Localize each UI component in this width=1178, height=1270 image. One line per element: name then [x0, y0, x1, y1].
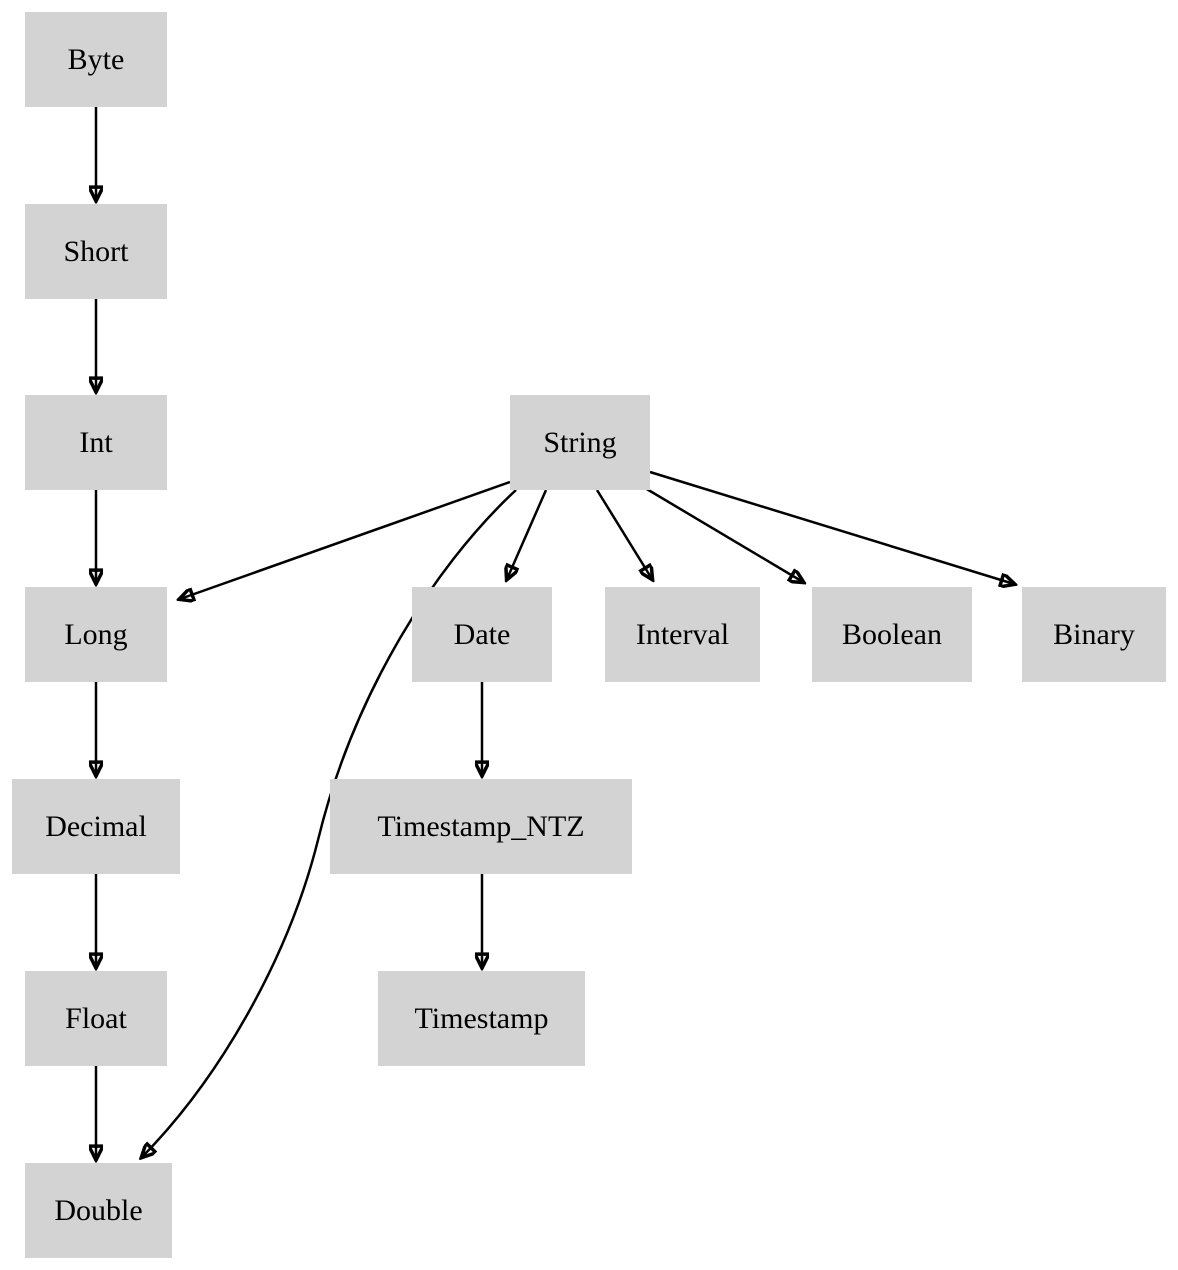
node-double: Double	[25, 1163, 172, 1258]
node-timestamp-ntz: Timestamp_NTZ	[330, 779, 632, 874]
node-double-label: Double	[54, 1193, 143, 1227]
node-timestamp-ntz-label: Timestamp_NTZ	[377, 809, 585, 843]
node-decimal-label: Decimal	[45, 809, 147, 843]
node-byte-label: Byte	[67, 42, 125, 76]
node-long: Long	[25, 587, 167, 682]
edge-string-date	[507, 489, 548, 579]
node-string-label: String	[543, 425, 617, 459]
node-decimal: Decimal	[12, 779, 180, 874]
node-byte: Byte	[25, 12, 167, 107]
node-date-label: Date	[453, 617, 511, 651]
node-timestamp-label: Timestamp	[414, 1001, 549, 1035]
node-float: Float	[25, 971, 167, 1066]
node-int: Int	[25, 395, 167, 490]
node-boolean-label: Boolean	[842, 617, 942, 651]
node-short-label: Short	[63, 234, 129, 268]
node-interval: Interval	[605, 587, 760, 682]
edge-string-long	[180, 480, 511, 599]
edge-string-boolean	[639, 483, 803, 582]
node-date: Date	[412, 587, 552, 682]
node-binary: Binary	[1022, 587, 1166, 682]
node-timestamp: Timestamp	[378, 971, 585, 1066]
node-int-label: Int	[79, 425, 113, 459]
node-boolean: Boolean	[812, 587, 972, 682]
node-binary-label: Binary	[1053, 617, 1135, 651]
node-string: String	[510, 395, 650, 490]
node-long-label: Long	[64, 617, 128, 651]
edge-string-binary	[649, 470, 1014, 584]
node-short: Short	[25, 204, 167, 299]
node-interval-label: Interval	[635, 617, 730, 651]
edge-string-double	[142, 489, 517, 1157]
edge-string-interval	[595, 489, 652, 579]
node-float-label: Float	[65, 1001, 127, 1035]
